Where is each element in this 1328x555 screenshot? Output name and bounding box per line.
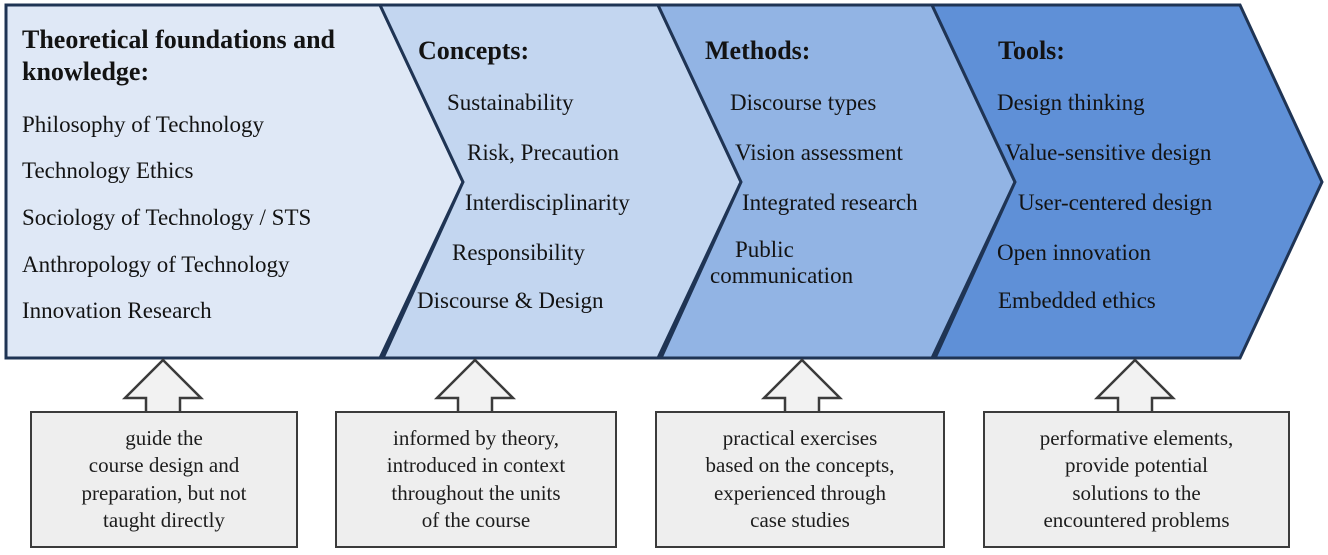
- annotation-line: solutions to the: [1072, 480, 1201, 505]
- up-arrow-icon: [760, 358, 844, 415]
- section-item: Interdisciplinarity: [465, 190, 630, 215]
- annotation-line: case studies: [750, 507, 850, 532]
- section-item: Philosophy of Technology: [22, 112, 265, 137]
- up-arrow-icon: [433, 358, 517, 415]
- section-item: Discourse & Design: [417, 288, 604, 313]
- annotation-line: taught directly: [103, 507, 225, 532]
- annotation-line: introduced in context: [386, 453, 566, 478]
- section-item: Anthropology of Technology: [22, 252, 290, 277]
- section-item: Open innovation: [997, 240, 1151, 265]
- section-item: Sustainability: [447, 90, 574, 115]
- section-item: Innovation Research: [22, 298, 212, 323]
- annotation-line: experienced through: [713, 480, 886, 505]
- section-title-concepts: Concepts:: [418, 36, 530, 65]
- annotation-box-concepts: informed by theory, introduced in contex…: [335, 411, 617, 548]
- annotation-line: of the course: [421, 507, 531, 532]
- annotation-line: practical exercises: [722, 425, 878, 450]
- section-item: Technology Ethics: [22, 158, 194, 183]
- section-item: Vision assessment: [735, 140, 903, 165]
- chevron-tools: [929, 3, 1324, 360]
- annotation-line: informed by theory,: [392, 425, 559, 450]
- annotation-line: preparation, but not: [81, 480, 247, 505]
- annotation-box-theoretical-foundations: guide the course design and preparation,…: [30, 411, 298, 548]
- annotation-line: throughout the units: [391, 480, 561, 505]
- annotation-line: encountered problems: [1043, 507, 1230, 532]
- annotation-box-methods: practical exercises based on the concept…: [655, 411, 945, 548]
- section-title-tools: Tools:: [998, 36, 1065, 65]
- section-title-theoretical-foundations: Theoretical foundations and knowledge:: [22, 25, 336, 86]
- annotation-line: provide potential: [1065, 453, 1208, 478]
- annotation-line: course design and: [88, 453, 240, 478]
- section-title-methods: Methods:: [705, 36, 811, 65]
- section-item: Responsibility: [452, 240, 585, 265]
- up-arrow-icon: [121, 358, 205, 415]
- section-item: Risk, Precaution: [467, 140, 620, 165]
- section-item: Sociology of Technology / STS: [22, 205, 312, 230]
- up-arrow-icon: [1093, 358, 1177, 415]
- section-item: Public communication: [710, 237, 854, 289]
- annotation-line: performative elements,: [1039, 425, 1234, 450]
- annotation-line: based on the concepts,: [705, 453, 895, 478]
- section-item: Integrated research: [742, 190, 918, 215]
- section-item: Value-sensitive design: [1005, 140, 1212, 165]
- section-item: Embedded ethics: [998, 288, 1156, 313]
- section-item: Design thinking: [997, 90, 1145, 115]
- annotation-box-tools: performative elements, provide potential…: [983, 411, 1290, 548]
- annotation-line: guide the: [125, 425, 203, 450]
- section-item: Discourse types: [730, 90, 877, 115]
- section-item: User-centered design: [1018, 190, 1213, 215]
